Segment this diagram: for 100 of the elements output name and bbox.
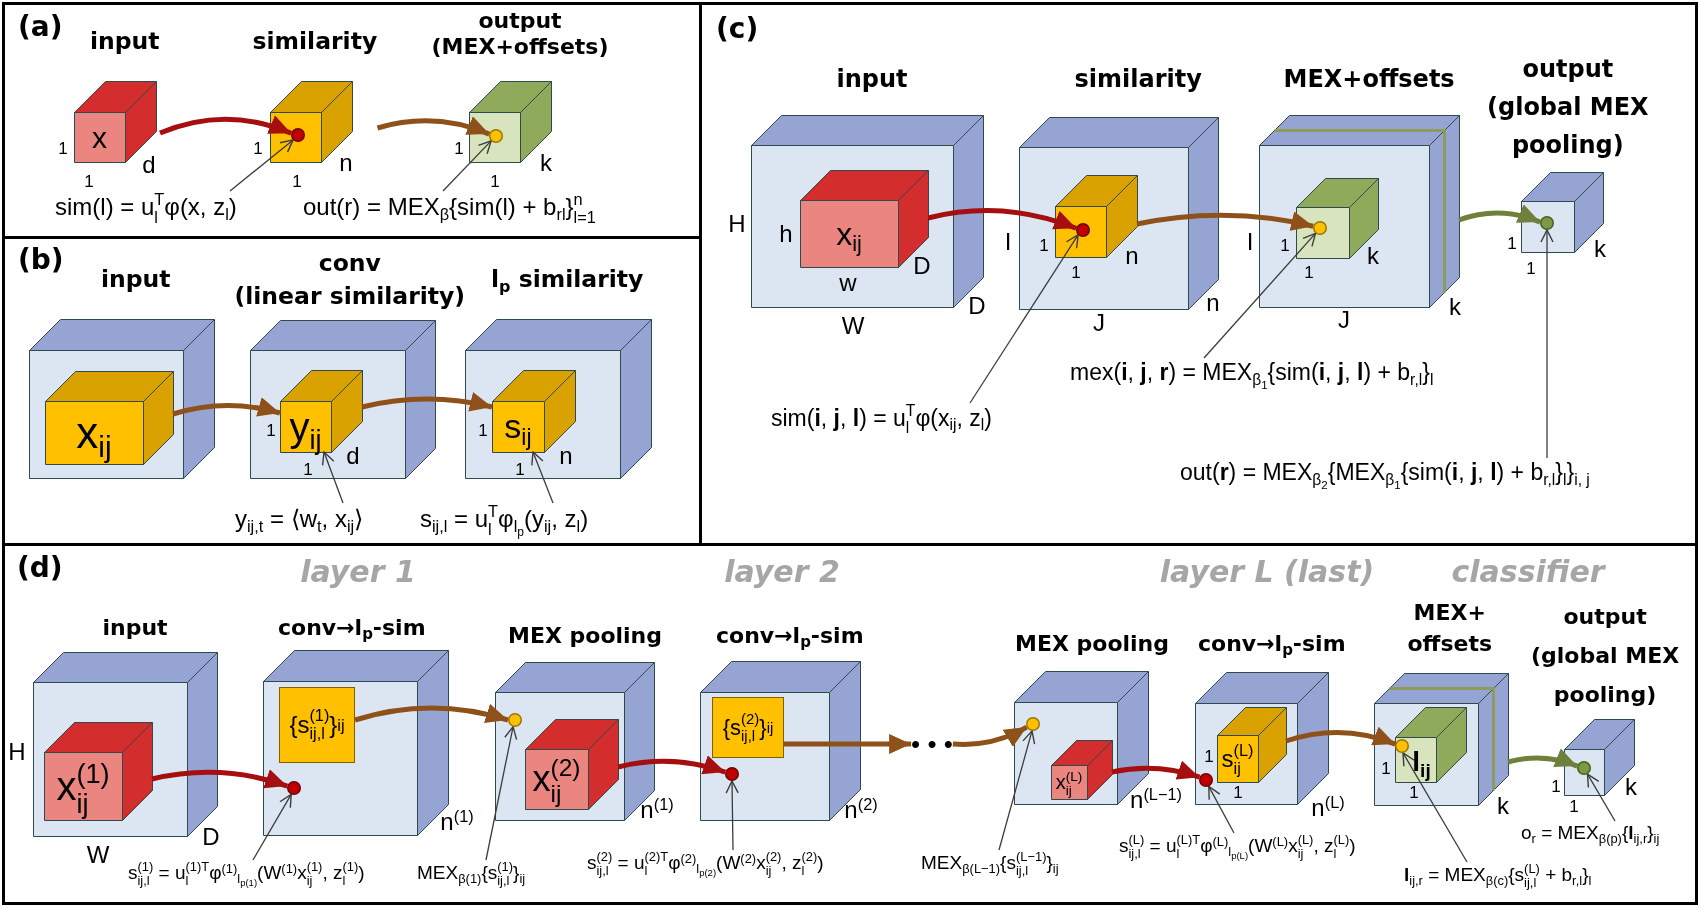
leader-line [725,780,739,851]
dimension-label: H [8,740,26,764]
dimension-label: 1 [1507,234,1517,252]
formula: sim(l) = u$_{l}$$^{T}$φ(x, z$_{l}$) [55,191,237,229]
dimension-label: k [1594,237,1606,261]
dimension-label: k [540,151,552,175]
dimension-label: I [1004,230,1012,254]
column-heading: l$_{p}$ similarity [491,266,644,293]
dimension-label: 1 [84,172,94,190]
arrow [952,724,1028,747]
leader-line [998,730,1036,851]
column-heading: MEX pooling [1015,630,1169,657]
arrow [159,115,293,136]
dimension-label: D [913,254,931,278]
leader-line [321,451,344,504]
dot-icon [725,767,739,781]
formula: sim(i, j, l) = u$_{l}$$^{T}$φ(x$_{ij}$, z$_{l}$) [771,403,992,439]
dimension-label: k [1367,244,1379,268]
section-label: layer 2 [724,556,840,588]
panel [699,2,1698,546]
dot-icon [489,129,503,143]
leader-line [1540,229,1554,459]
arrow [354,704,509,724]
column-heading: input [101,266,171,293]
column-heading: similarity [1074,66,1202,93]
dimension-label: n$^{(L−1)}$ [1130,788,1182,812]
dimension-label: n [339,151,353,175]
panel-label: (d) [17,554,63,582]
cube-label: x [91,119,108,156]
dimension-label: 1 [303,460,313,478]
column-heading: conv→l$_{p}$-sim [278,614,426,641]
leader-line [485,726,518,861]
dot-icon [1395,739,1409,753]
arrow [172,397,281,418]
panel-label: (a) [18,13,63,41]
section-label: layer 1 [300,556,416,588]
dot-icon [1540,216,1554,230]
formula: out(r) = MEX$_{β}$$_{2}${MEX$_{β}$$_{1}${sim(i, j, l) + b$_{r,l}$}$_{l}$}$_{i, j}$ [1180,458,1590,490]
arrow [617,755,727,775]
formula: mex(i, j, r) = MEX$_{β}$$_{1}${sim(i, j, l) + b$_{r,l}$}$_{l}$ [1070,358,1434,390]
dimension-label: 1 [1204,747,1214,765]
arrow [1136,211,1314,232]
arrow [1285,727,1397,747]
column-heading: input [90,28,160,55]
dimension-label: 1 [454,139,464,157]
dimension-label: 1 [1280,236,1290,254]
dimension-label: D [968,294,986,318]
column-heading: conv (linear similarity) [234,248,466,312]
cube-label: x$_{ij}$ [835,214,863,258]
leader-line [252,793,292,861]
column-heading: MEX+ offsets [1407,599,1493,658]
dot-icon [1199,773,1213,787]
dimension-label: n [1125,244,1139,268]
dot-icon [1026,717,1040,731]
dimension-label: n$^{(1)}$ [640,798,674,822]
arrow [1507,748,1579,769]
panel-label: (c) [716,15,759,43]
formula: MEX$_{β(1)}${s$_{ij,l}$$^{(1)}$}$_{ij}$ [417,860,526,890]
ellipsis: • • • [911,731,953,757]
column-heading: conv→l$_{p}$-sim [1198,630,1346,657]
dimension-label: 1 [58,139,68,157]
panel [2,2,702,239]
arrow [1111,761,1201,781]
formula: o$_{r}$ = MEX$_{β(p)}${l$_{ij,r}$}$_{ij}$ [1521,821,1660,848]
dimension-label: n$^{(2)}$ [844,798,878,822]
dimension-label: 1 [515,460,525,478]
dimension-label: 1 [490,172,500,190]
dimension-label: 1 [1304,263,1314,281]
dimension-label: k [1625,775,1637,799]
column-heading: output (global MEX pooling) [1487,54,1649,161]
dimension-label: D [202,825,220,849]
section-label: layer L (last) [1159,556,1375,588]
dimension-label: I [1246,230,1254,254]
column-heading: MEX pooling [508,622,662,649]
dot-icon [508,713,522,727]
column-heading: input [836,66,908,93]
dimension-label: H [728,212,746,236]
dimension-label: W [86,843,110,867]
dimension-label: n [1206,291,1220,315]
dot-icon [1313,221,1327,235]
dimension-label: W [841,314,865,338]
dimension-label: 1 [1233,783,1243,801]
formula: y$_{ij,t}$ = ⟨w$_{t}$, x$_{ij}$⟩ [235,503,364,537]
cube-label: y$_{ij}$ [288,403,323,457]
dimension-label: d [346,444,360,468]
dimension-label: 1 [292,172,302,190]
arrow [1458,204,1541,225]
column-heading: MEX+offsets [1283,66,1455,93]
dimension-label: h [779,222,793,246]
dimension-label: 1 [266,421,276,439]
formula: MEX$_{β(L−1)}${s$_{ij,l}$$^{(L−1)}$}$_{ij}$ [921,850,1059,880]
dimension-label: k [1497,794,1509,818]
dot-icon [291,128,305,142]
cube-label: l$_{ij}$ [1411,744,1432,783]
dimension-label: J [1338,308,1350,332]
dimension-label: 1 [1039,236,1049,254]
dot-icon [1577,761,1591,775]
dimension-label: n [559,444,573,468]
dimension-label: 1 [1551,777,1561,795]
dimension-label: 1 [253,139,263,157]
